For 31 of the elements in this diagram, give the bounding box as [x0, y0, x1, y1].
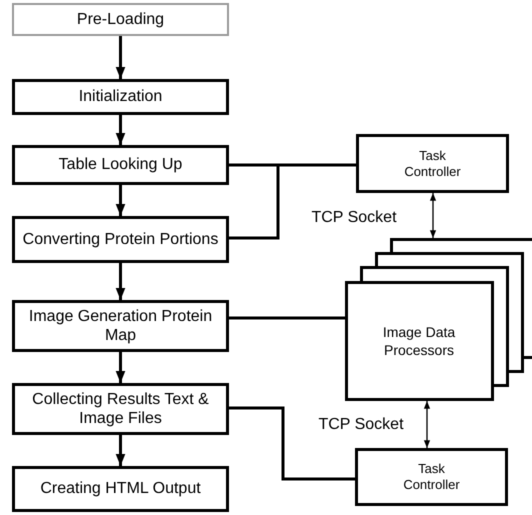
connector-line — [229, 406, 355, 480]
node-label: Image Data Processors — [382, 323, 456, 359]
process-box — [12, 145, 229, 185]
node-label: Collecting Results Text & Image Files — [31, 390, 210, 428]
process-box — [12, 300, 229, 352]
arrow — [116, 115, 126, 145]
node-label: Creating HTML Output — [39, 479, 202, 499]
arrow — [424, 401, 430, 448]
arrow — [116, 263, 126, 300]
process-box — [355, 448, 508, 506]
process-box — [12, 466, 229, 512]
arrow — [116, 435, 126, 466]
processor-stack — [345, 238, 532, 401]
arrow — [116, 36, 126, 79]
process-box — [12, 3, 229, 36]
node-label: Task Controller — [402, 461, 461, 493]
process-box — [12, 79, 229, 115]
process-box — [356, 134, 509, 193]
node-label: Image Generation Protein Map — [28, 306, 214, 346]
process-box — [12, 216, 229, 263]
arrow — [116, 352, 126, 383]
arrow — [430, 193, 436, 238]
connector-line — [229, 316, 345, 320]
node-label: Initialization — [78, 87, 164, 107]
process-box — [12, 383, 229, 435]
node-label: Task Controller — [403, 148, 462, 180]
node-label: Table Looking Up — [58, 155, 184, 175]
node-label: Pre-Loading — [76, 10, 166, 30]
arrow — [116, 185, 126, 216]
connector-line — [229, 164, 356, 240]
node-label: Converting Protein Portions — [22, 230, 220, 250]
